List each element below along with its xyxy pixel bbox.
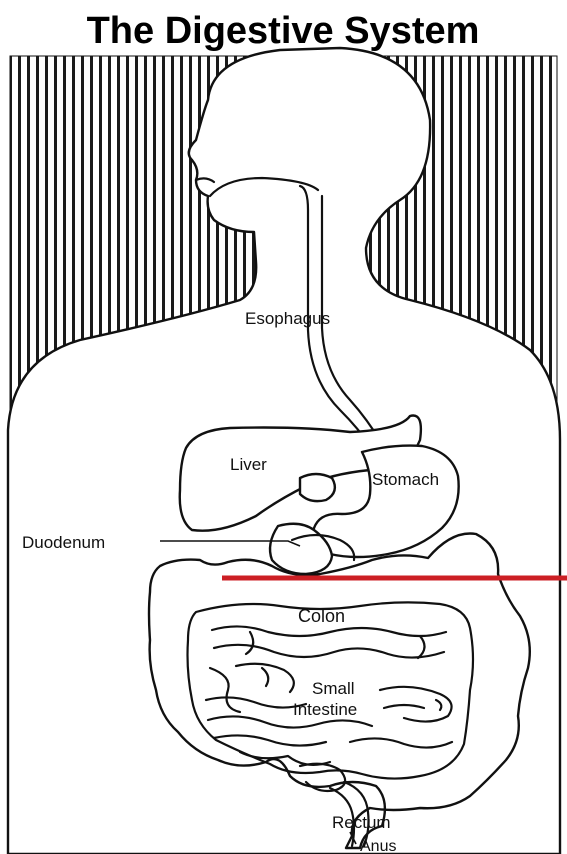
label-colon: Colon [298,606,345,626]
label-small-intestine-line1: Small [312,679,355,698]
label-liver: Liver [230,455,267,474]
label-esophagus: Esophagus [245,309,330,328]
label-rectum: Rectum [332,813,391,832]
diagram-title: The Digestive System [87,10,480,52]
label-small-intestine-line2: Intestine [293,700,357,719]
label-duodenum: Duodenum [22,533,105,552]
gallbladder [300,474,335,501]
label-anus: Anus [360,838,396,854]
label-stomach: Stomach [372,470,439,489]
